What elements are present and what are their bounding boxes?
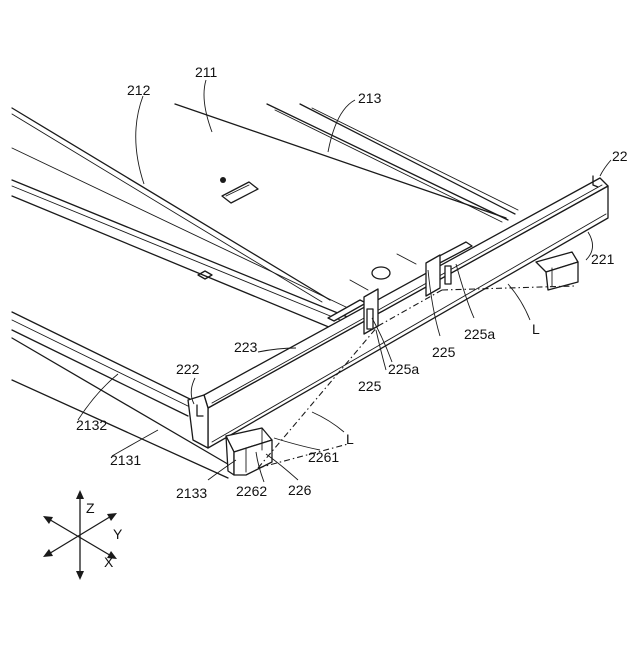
rear-strips-213 bbox=[267, 104, 518, 222]
label-L-left: L bbox=[346, 431, 354, 447]
frame-22 bbox=[188, 176, 608, 448]
label-222: 222 bbox=[176, 361, 200, 377]
label-212: 212 bbox=[127, 82, 151, 98]
label-225a-right: 225a bbox=[464, 326, 495, 342]
label-213: 213 bbox=[358, 90, 382, 106]
label-226: 226 bbox=[288, 482, 312, 498]
leader-lines bbox=[78, 80, 611, 482]
coordinate-axes: Z Y X bbox=[43, 490, 123, 580]
panel-dot bbox=[220, 177, 226, 183]
frame-side-221 bbox=[208, 186, 608, 448]
axis-label-y: Y bbox=[113, 526, 123, 542]
label-225-left: 225 bbox=[358, 378, 382, 394]
label-225-right: 225 bbox=[432, 344, 456, 360]
reference-labels: 211 212 213 22 221 222 223 225 225a L 22… bbox=[76, 64, 628, 501]
panel-round-hole bbox=[372, 267, 390, 279]
bracket-226 bbox=[226, 428, 272, 475]
label-211: 211 bbox=[195, 64, 218, 80]
frame-end-222 bbox=[188, 395, 208, 448]
label-225a-left: 225a bbox=[388, 361, 419, 377]
axis-label-z: Z bbox=[86, 500, 95, 516]
side-rail-212 bbox=[12, 180, 350, 330]
label-2133: 2133 bbox=[176, 485, 207, 501]
label-2261: 2261 bbox=[308, 449, 339, 465]
label-2132: 2132 bbox=[76, 417, 107, 433]
label-223: 223 bbox=[234, 339, 258, 355]
label-22: 22 bbox=[612, 148, 628, 164]
label-2131: 2131 bbox=[110, 452, 141, 468]
panel-slot bbox=[222, 182, 258, 203]
label-2262: 2262 bbox=[236, 483, 267, 499]
axis-label-x: X bbox=[104, 554, 114, 570]
label-L-right: L bbox=[532, 321, 540, 337]
clip-225-left bbox=[364, 289, 378, 334]
label-221: 221 bbox=[591, 251, 615, 267]
bracket-right bbox=[536, 252, 578, 290]
